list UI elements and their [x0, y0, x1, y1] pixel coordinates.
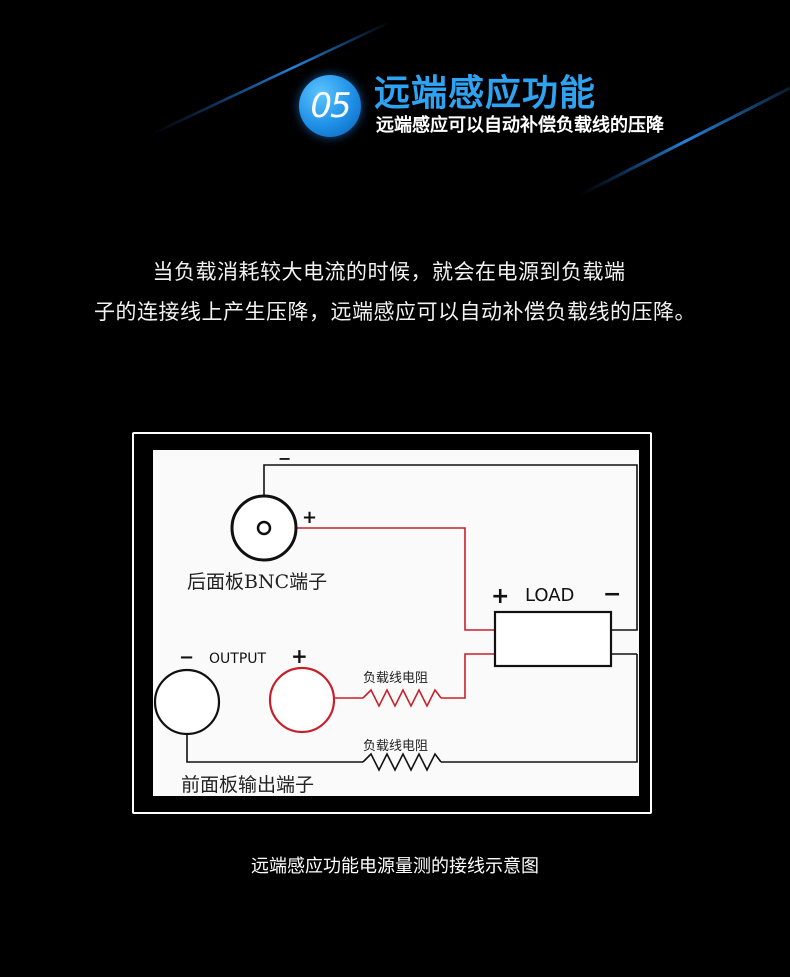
front-panel-label: 前面板输出端子	[181, 774, 314, 796]
description-line-2: 子的连接线上产生压降，远端感应可以自动补偿负载线的压降。	[94, 300, 696, 324]
bnc-center-pin	[256, 520, 272, 536]
black-wires	[186, 464, 638, 763]
wiring-diagram: − + 后面板BNC端子 + LOAD − − OUTPUT + 负载线电阻 负…	[153, 450, 639, 796]
load-box	[493, 610, 613, 668]
resistor-top	[362, 688, 442, 708]
section-number-badge: 05	[299, 75, 361, 137]
section-title: 远端感应功能	[374, 73, 597, 114]
bnc-label: 后面板BNC端子	[187, 571, 327, 593]
diagram-frame	[132, 432, 652, 814]
resistor-top-label: 负载线电阻	[363, 671, 428, 686]
output-minus-terminal	[153, 668, 221, 736]
output-minus-sign: −	[179, 647, 194, 668]
output-plus-sign: +	[291, 644, 308, 668]
load-minus-sign: −	[603, 582, 621, 607]
load-plus-sign: +	[491, 584, 509, 609]
resistor-bottom-label: 负载线电阻	[363, 739, 428, 754]
output-plus-terminal	[268, 666, 336, 734]
section-number: 05	[310, 86, 351, 126]
section-subtitle: 远端感应可以自动补偿负载线的压降	[376, 115, 664, 136]
bnc-minus-sign: −	[278, 450, 291, 468]
red-wires	[268, 527, 495, 699]
resistor-bottom	[362, 752, 442, 772]
header-light-streaks	[149, 20, 790, 197]
diagram-caption: 远端感应功能电源量测的接线示意图	[251, 856, 539, 877]
bnc-plus-sign: +	[302, 507, 317, 528]
description-line-1: 当负载消耗较大电流的时候，就会在电源到负载端	[152, 260, 626, 284]
output-label: OUTPUT	[209, 651, 267, 667]
load-label: LOAD	[525, 585, 574, 606]
